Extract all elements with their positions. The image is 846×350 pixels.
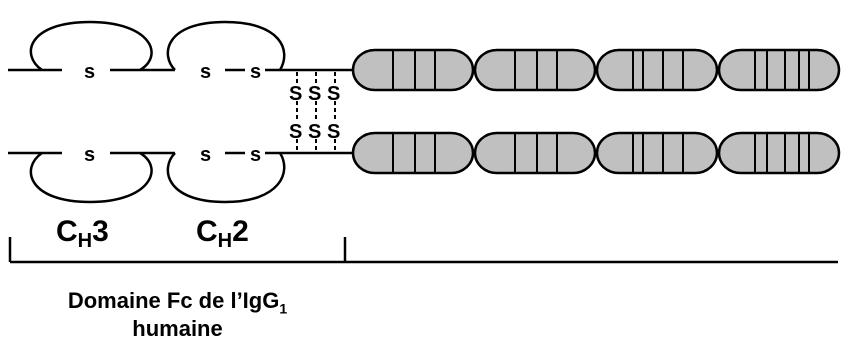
hinge-s-upper-1: S	[289, 83, 302, 105]
hinge-s-lower-1: S	[289, 121, 302, 143]
caption-subscript: 1	[279, 300, 288, 317]
ch2-lower-s2: S	[250, 144, 261, 166]
ch2-upper-s1: S	[200, 61, 211, 83]
caption-line-2: humaine	[10, 316, 345, 342]
ch2-loop-upper	[166, 20, 286, 71]
lower-chain	[8, 151, 355, 204]
hinge-s-lower-3: S	[327, 121, 340, 143]
fusion-module-lower-1	[351, 131, 475, 175]
hinge-disulfides	[296, 72, 336, 152]
ch2-lower-s1: S	[200, 144, 211, 166]
fusion-module-upper-1	[351, 48, 475, 92]
fusion-module-lower-3	[595, 131, 719, 175]
fusion-module-upper-3	[595, 48, 719, 92]
ch3-label: CH3	[56, 215, 109, 252]
hinge-s-upper-3: S	[327, 83, 340, 105]
ch2-loop-lower	[166, 152, 286, 204]
hinge-s-upper-2: S	[308, 83, 321, 105]
hinge-s-lower-2: S	[308, 121, 321, 143]
ch3-loop-lower	[29, 151, 153, 204]
ch3-lower-s: S	[84, 144, 95, 166]
upper-chain	[8, 20, 355, 72]
caption-line-1: Domaine Fc de l’IgG1	[10, 288, 345, 316]
fusion-module-lower-2	[473, 131, 597, 175]
ch3-loop-upper	[29, 20, 153, 72]
fusion-module-lower-4	[717, 131, 841, 175]
caption-text-2: humaine	[132, 316, 223, 341]
fusion-modules	[351, 48, 841, 175]
fusion-module-upper-4	[717, 48, 841, 92]
ch2-upper-s2: S	[250, 61, 261, 83]
ch3-upper-s: S	[84, 61, 95, 83]
ch2-label: CH2	[196, 215, 249, 252]
caption-text: Domaine Fc de l’IgG	[67, 288, 280, 313]
fc-domain-bracket	[8, 237, 838, 264]
fusion-module-upper-2	[473, 48, 597, 92]
